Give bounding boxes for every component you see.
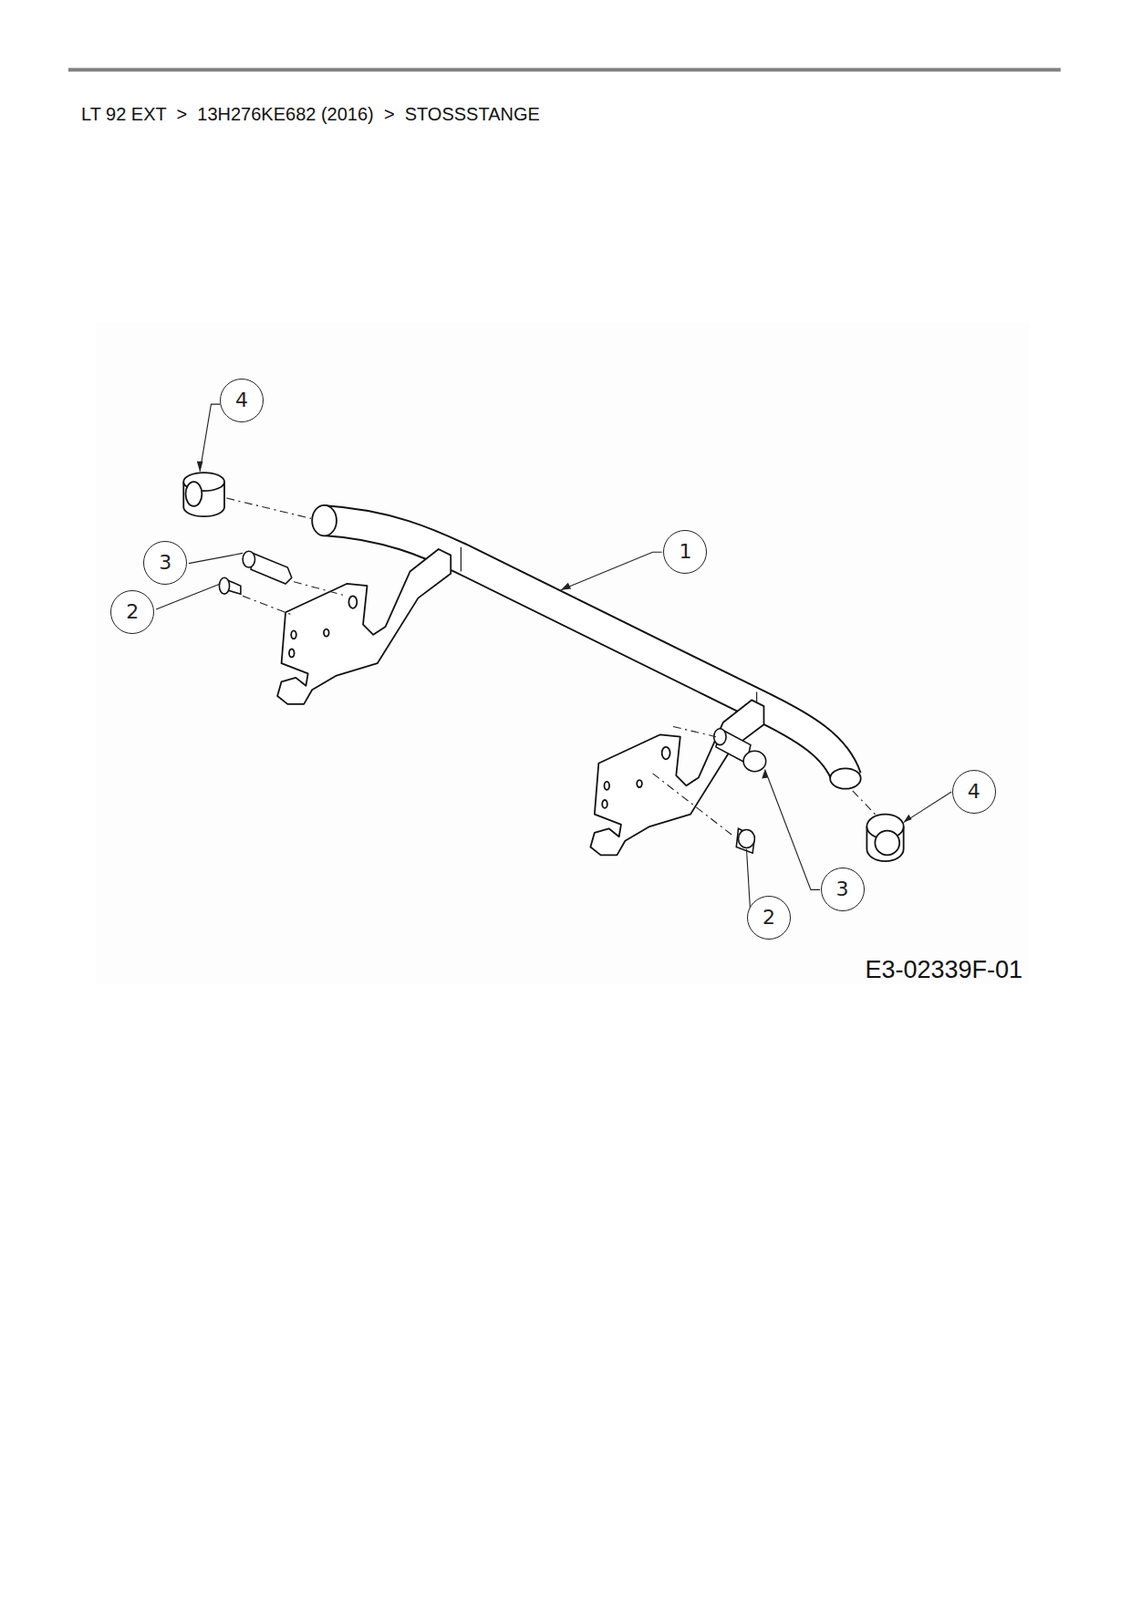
leader-line (155, 583, 220, 610)
leader-line (199, 404, 220, 472)
assembly-line (293, 581, 347, 597)
assembly-line (653, 773, 735, 837)
callout-circle: 3 (820, 867, 865, 912)
bolt-head (738, 829, 756, 848)
bolt-head (218, 577, 229, 594)
leader-head (903, 814, 913, 823)
leader-line (560, 551, 663, 590)
tube-end (830, 767, 862, 789)
leader-head (197, 461, 204, 472)
end-cap (183, 472, 903, 862)
bracket-plate (277, 549, 451, 705)
tube-end (311, 505, 337, 537)
mount-bracket (590, 699, 764, 855)
assembly-line (226, 498, 312, 519)
page-title: LT 92 EXT > 13H276KE682 (2016) > STOSSST… (81, 103, 540, 125)
bracket-hole (290, 630, 297, 639)
callout-number: 2 (762, 907, 776, 928)
leader-line (188, 552, 243, 563)
callout-number: 2 (125, 601, 139, 623)
cap-opening (185, 481, 202, 507)
hex-bolt (736, 828, 755, 853)
drawing-number: E3-02339F-01 (864, 955, 1023, 985)
assembly-line (852, 790, 878, 817)
assembly-line (242, 595, 291, 614)
tube-seam (460, 547, 462, 572)
leader-head (560, 582, 571, 591)
bracket-hole (348, 595, 357, 608)
leader-lines (155, 404, 952, 916)
shoulder-bolt (250, 552, 292, 584)
callout-number: 4 (235, 390, 249, 411)
callout-circle: 4 (952, 769, 997, 814)
bolt-washer (743, 750, 767, 771)
callout-circle: 3 (143, 540, 187, 585)
leader-heads (197, 461, 913, 823)
bracket-hole (289, 649, 295, 658)
header-rule (68, 67, 1061, 72)
cap-opening (874, 830, 900, 856)
callout-number: 3 (836, 879, 850, 900)
bolts (218, 550, 766, 853)
tube-fill (324, 520, 847, 779)
bolt-head (242, 550, 255, 568)
callout-number: 1 (678, 541, 692, 562)
leader-head (761, 768, 768, 779)
callout-circle: 2 (110, 590, 155, 634)
callout-number: 4 (967, 781, 981, 802)
bumper-tube (311, 505, 862, 789)
assembly-lines (226, 498, 877, 837)
callout-circle: 1 (663, 529, 707, 574)
callout-number: 3 (158, 552, 172, 573)
assembly-line (673, 726, 716, 737)
mount-bracket (277, 549, 451, 705)
leader-line (903, 791, 953, 823)
tube-outline (324, 520, 847, 779)
bracket-hole (323, 629, 330, 637)
figure-ground (96, 321, 1030, 986)
leader-line (765, 768, 820, 890)
